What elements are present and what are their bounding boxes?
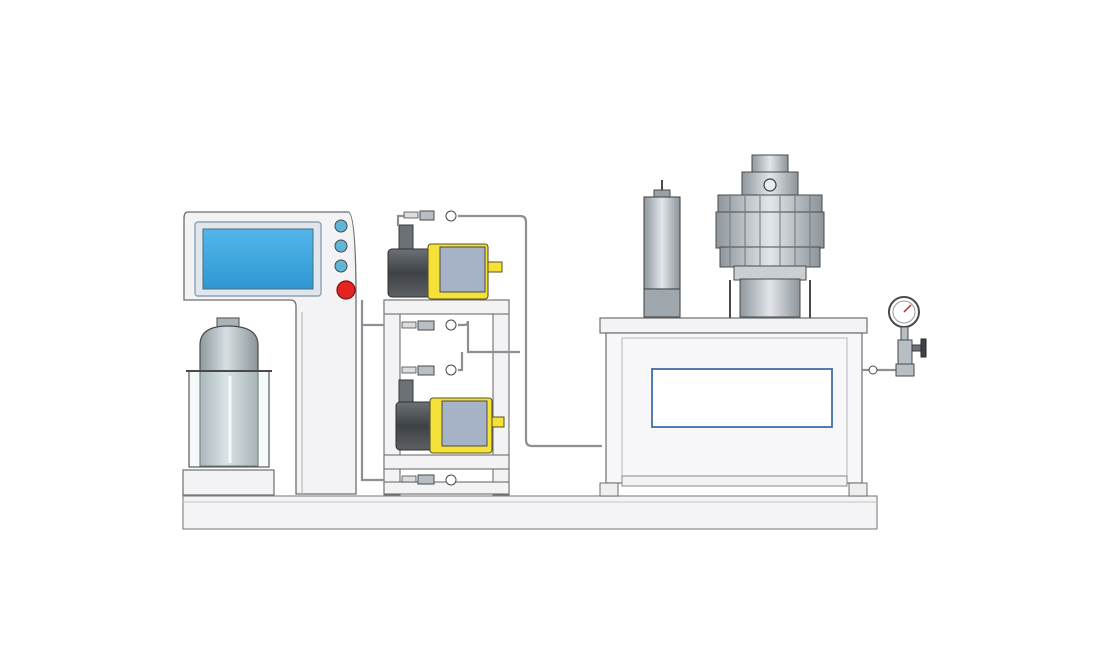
pump-rack [383,210,510,496]
sensor-column-icon [643,180,681,318]
cabinet-kick-plate [621,475,848,487]
tube-middle [458,320,520,354]
tube-top [458,214,602,448]
needle-valve-icon [868,338,927,377]
status-light-icon [334,239,348,253]
valve-fitting-icon [403,210,457,222]
stop-button-icon [336,280,356,300]
tube-pump-feed [396,214,405,226]
touchscreen-controller-icon [194,221,322,297]
rack-shelf-bottom [383,481,510,495]
tube-lower [458,352,464,372]
cylinder-holder-base [182,469,275,496]
metering-pump-icon [395,379,505,454]
cabinet-top [599,317,868,334]
tube-controller [360,300,384,482]
cabinet-foot-right [848,482,868,497]
valve-fitting-icon [401,364,457,376]
rack-shelf-top [383,299,510,315]
pressure-gauge-icon [888,296,920,342]
metering-pump-icon [387,224,503,300]
base-platform [182,495,878,530]
status-light-icon [334,259,348,273]
cabinet-window [651,368,833,428]
tubing [360,214,602,482]
cabinet-foot-left [599,482,619,497]
valve-fitting-icon [401,319,457,331]
valve-fitting-icon [401,474,457,486]
control-station [182,211,357,496]
reactor-station [599,154,927,497]
high-pressure-reactor-icon [715,154,825,318]
status-light-icon [334,219,348,233]
rack-shelf-middle [383,454,510,470]
